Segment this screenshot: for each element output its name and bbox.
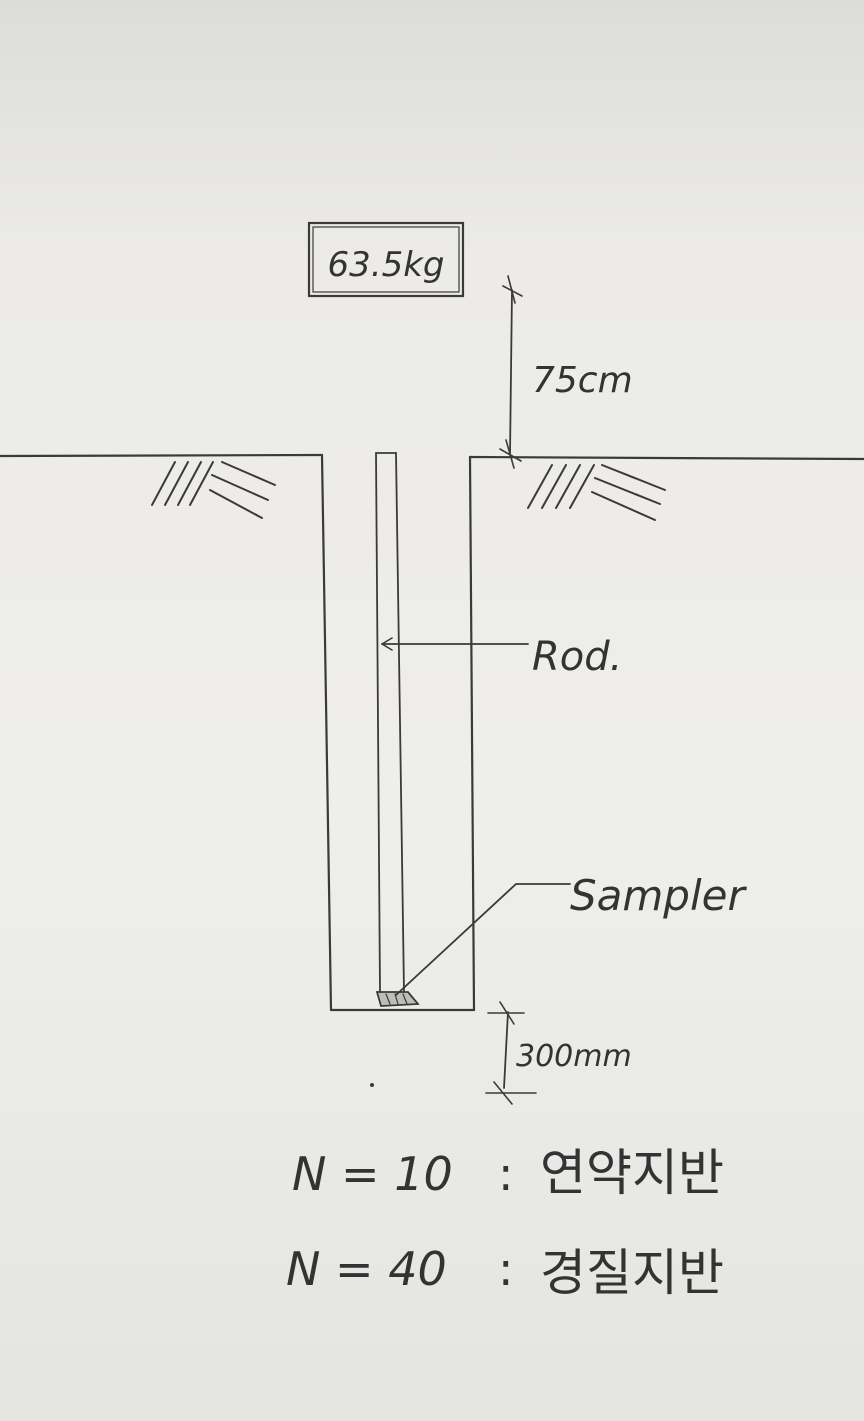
sampler-leader-line bbox=[395, 883, 571, 996]
note-2-n-value: N = 40 bbox=[286, 1242, 447, 1296]
borehole-wall-left bbox=[320, 453, 333, 1012]
ground-hatch-left bbox=[151, 461, 276, 519]
note-row-1: N = 10 : 연약지반 bbox=[292, 1144, 724, 1202]
note-2-meaning: 경질지반 bbox=[540, 1244, 724, 1302]
pencil-dot bbox=[370, 1083, 374, 1087]
hammer-weight-label: 63.5kg bbox=[328, 245, 445, 285]
rod-left-edge bbox=[375, 452, 381, 993]
drop-height-dimension-line bbox=[509, 289, 513, 456]
ground-line-right bbox=[468, 455, 864, 461]
note-1-n-value: N = 10 bbox=[292, 1147, 453, 1201]
drop-height-tick-top bbox=[502, 275, 523, 304]
penetration-dimension-line bbox=[503, 1011, 509, 1089]
borehole-wall-right bbox=[468, 455, 476, 1012]
sampler-tip bbox=[375, 991, 420, 1007]
drop-height-label: 75cm bbox=[532, 360, 633, 401]
hammer-weight-box-inner bbox=[312, 226, 460, 293]
rod-label: Rod. bbox=[532, 634, 622, 680]
rod-right-edge bbox=[395, 452, 405, 993]
note-2-separator: : bbox=[498, 1242, 514, 1296]
penetration-tick-top bbox=[487, 1001, 525, 1025]
penetration-tick-bottom bbox=[485, 1081, 537, 1105]
note-1-meaning: 연약지반 bbox=[540, 1144, 724, 1202]
ground-hatch-right bbox=[527, 464, 666, 521]
sampler-label: Sampler bbox=[570, 871, 747, 920]
penetration-label: 300mm bbox=[516, 1039, 632, 1074]
note-row-2: N = 40 : 경질지반 bbox=[286, 1242, 724, 1302]
drop-height-tick-bottom bbox=[499, 439, 522, 469]
hammer-weight-box bbox=[307, 221, 465, 298]
note-1-separator: : bbox=[498, 1147, 514, 1201]
rod-leader-arrow bbox=[381, 637, 393, 651]
ground-line-left bbox=[0, 453, 324, 458]
